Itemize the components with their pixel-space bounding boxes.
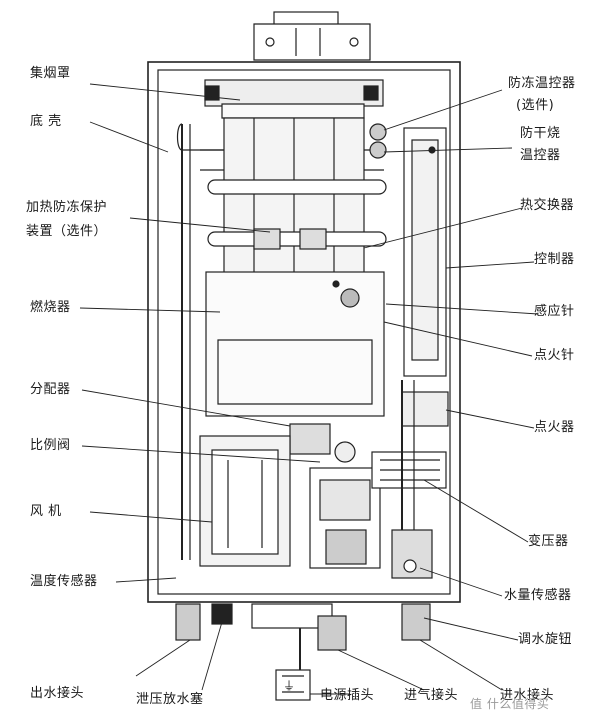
mounting-bracket <box>253 11 371 61</box>
label-distributor: 分配器 <box>30 382 71 397</box>
label-transformer: 变压器 <box>528 534 569 549</box>
watermark: 值 什么值得买 <box>470 697 550 711</box>
label-water-knob: 调水旋钮 <box>518 632 573 647</box>
antifreeze-heater-shape <box>253 228 327 250</box>
fan-shape <box>199 435 291 567</box>
label-gas-inlet: 进气接头 <box>404 688 459 703</box>
heat-exchanger-shape <box>176 117 387 560</box>
label-heater-antifreeze-line1: 加热防冻保护 <box>26 200 108 215</box>
label-drain-plug: 泄压放水塞 <box>136 692 204 707</box>
valve-assembly-shape <box>289 423 381 569</box>
burner-shape <box>205 271 385 417</box>
label-dry-burn-line2: 温控器 <box>520 148 561 163</box>
label-ignition-needle: 点火针 <box>534 348 575 363</box>
label-temp-sensor: 温度传感器 <box>30 574 98 589</box>
bottom-connectors <box>175 603 431 701</box>
thermostats-shape <box>369 123 387 159</box>
label-water-inlet: 进水接头 <box>500 688 555 703</box>
label-water-outlet: 出水接头 <box>30 686 85 701</box>
label-fume-hood: 集烟罩 <box>30 66 71 81</box>
label-proportional-valve: 比例阀 <box>30 438 71 453</box>
label-fan: 风 机 <box>30 504 62 519</box>
label-igniter: 点火器 <box>534 420 575 435</box>
label-base-shell: 底 壳 <box>30 114 62 129</box>
label-antifreeze-thermostat-line2: (选件) <box>516 98 555 113</box>
label-burner: 燃烧器 <box>30 300 71 315</box>
label-power-plug: 电源插头 <box>320 688 375 703</box>
ground-symbol: ⏚ <box>283 679 296 693</box>
leader-lines <box>79 83 539 695</box>
label-controller: 控制器 <box>534 252 575 267</box>
label-antifreeze-thermostat-line1: 防冻温控器 <box>508 76 576 91</box>
label-heat-exchanger: 热交换器 <box>520 198 575 213</box>
fume-hood-shape <box>204 79 384 119</box>
label-water-flow-sensor: 水量传感器 <box>504 588 572 603</box>
label-heater-antifreeze-line2: 装置（选件） <box>26 224 108 239</box>
controller-shape <box>403 127 447 377</box>
label-dry-burn-line1: 防干烧 <box>520 126 561 141</box>
label-sensing-needle: 感应针 <box>534 304 575 319</box>
